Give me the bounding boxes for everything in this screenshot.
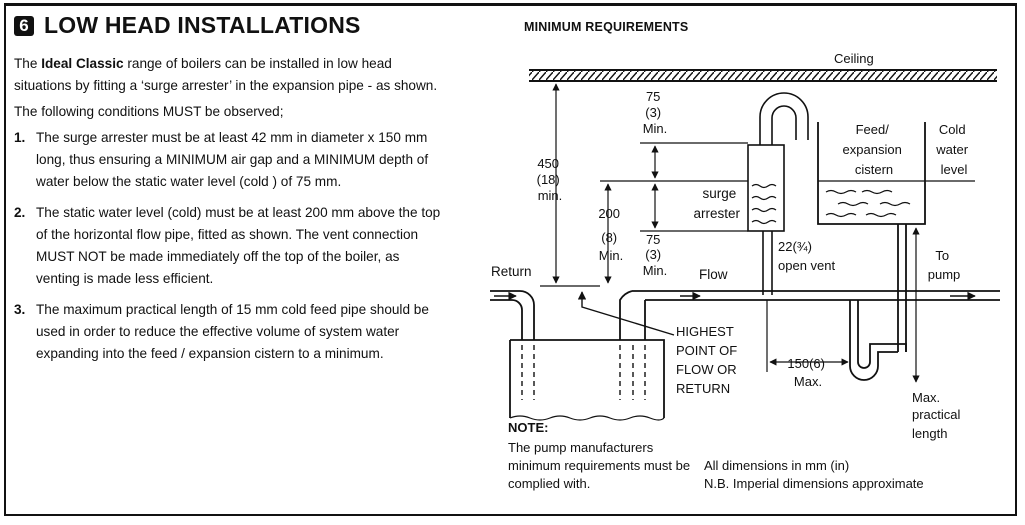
boiler [509,339,665,421]
intro-brand: Ideal Classic [41,56,124,71]
condition-text: The surge arrester must be at least 42 m… [36,130,429,189]
highest-point-label: HIGHEST POINT OF FLOW OR RETURN [676,324,741,396]
condition-number: 1. [14,130,26,145]
page-frame [4,3,1017,516]
dimensions-approx: N.B. Imperial dimensions approximate [704,476,924,491]
ceiling-dimension [540,83,600,287]
air-gap-dimension [600,142,748,284]
feed-cistern-label: Feed/ expansion cistern [843,122,906,177]
condition-item: 1. The surge arrester must be at least 4… [14,127,444,193]
intro-pre: The [14,56,42,71]
condition-number: 2. [14,205,26,220]
conditions-intro: The following conditions MUST be observe… [14,104,284,119]
level-dim-text: 200 (8) Min. [598,206,623,263]
return-label: Return [491,264,532,279]
ceiling-dim-text: 450 (18) min. [537,156,564,203]
vent-offset-dimension [766,300,849,372]
surge-arrester [747,144,785,232]
flow-pipe [619,290,1000,340]
flow-label: Flow [699,267,728,282]
dimensions-note: All dimensions in mm (in) N.B. Imperial … [704,457,924,493]
air-gap-dim-text: 75 (3) Min. [643,89,668,136]
section-title: LOW HEAD INSTALLATIONS [44,12,361,38]
note-text: The pump manufacturers minimum requireme… [508,440,691,491]
max-length-label: Max. practical length [912,390,964,441]
condition-text: The maximum practical length of 15 mm co… [36,302,429,361]
open-vent-label: 22(¾) open vent [778,239,835,273]
section-heading: 6 LOW HEAD INSTALLATIONS [14,12,444,39]
ceiling-label: Ceiling [834,51,874,66]
surge-arrester-label: surge arrester [693,186,740,221]
highest-point-leader [577,291,675,336]
diagram-title: MINIMUM REQUIREMENTS [524,20,689,34]
text-column: 6 LOW HEAD INSTALLATIONS The Ideal Class… [14,12,444,365]
note-heading: NOTE: [508,420,549,435]
to-pump-label: To pump [928,248,961,282]
return-pipe [490,290,535,340]
condition-number: 3. [14,302,26,317]
vent-offset-text: 150(6) Max. [787,356,828,389]
depth-dim-text: 75 (3) Min. [643,232,668,278]
condition-item: 3. The maximum practical length of 15 mm… [14,299,444,365]
intro-post: range of boilers can be installed in low… [14,56,438,93]
feed-cistern [817,122,975,381]
section-number: 6 [14,15,34,36]
condition-text: The static water level (cold) must be at… [36,205,441,286]
cold-water-level-label: Cold water level [935,122,971,177]
ceiling [529,69,997,82]
condition-item: 2. The static water level (cold) must be… [14,202,444,290]
intro-paragraph: The Ideal Classic range of boilers can b… [14,53,444,97]
dimensions-units: All dimensions in mm (in) [704,458,850,473]
vent-pipe [759,92,809,295]
